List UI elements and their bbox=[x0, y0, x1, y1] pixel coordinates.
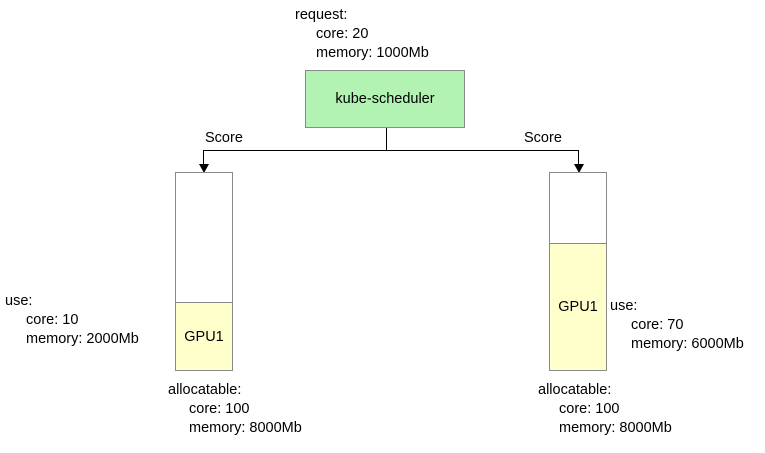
node-used-portion-right: GPU1 bbox=[550, 242, 606, 370]
use-heading-right: use: bbox=[610, 298, 638, 314]
request-core: core: 20 bbox=[316, 26, 369, 42]
allocatable-memory-right: memory: 8000Mb bbox=[559, 420, 672, 436]
use-memory-left: memory: 2000Mb bbox=[26, 331, 139, 347]
right-arrow-icon bbox=[574, 164, 584, 173]
use-core-right: core: 70 bbox=[631, 317, 684, 333]
allocatable-heading-right: allocatable: bbox=[538, 382, 612, 398]
allocatable-core-left: core: 100 bbox=[189, 401, 250, 417]
left-arrow-icon bbox=[199, 164, 209, 173]
right-branch-line bbox=[578, 150, 579, 166]
request-memory: memory: 1000Mb bbox=[316, 45, 429, 61]
allocatable-memory-left: memory: 8000Mb bbox=[189, 420, 302, 436]
request-text-block: request: core: 20 memory: 1000Mb bbox=[295, 6, 429, 63]
allocatable-text-block-left: allocatable: core: 100 memory: 8000Mb bbox=[168, 381, 302, 438]
node-bar-right[interactable]: GPU1 bbox=[549, 172, 607, 371]
kube-scheduler-label: kube-scheduler bbox=[335, 91, 435, 107]
allocatable-heading-left: allocatable: bbox=[168, 382, 242, 398]
request-heading: request: bbox=[295, 7, 348, 23]
kube-scheduler-box[interactable]: kube-scheduler bbox=[305, 70, 465, 128]
use-text-block-left: use: core: 10 memory: 2000Mb bbox=[5, 292, 139, 349]
use-text-block-right: use: core: 70 memory: 6000Mb bbox=[610, 297, 744, 354]
allocatable-text-block-right: allocatable: core: 100 memory: 8000Mb bbox=[538, 381, 672, 438]
use-core-left: core: 10 bbox=[26, 312, 79, 328]
left-branch-line bbox=[203, 150, 204, 166]
node-label-left: GPU1 bbox=[184, 328, 224, 345]
right-score-label: Score bbox=[524, 130, 562, 146]
allocatable-core-right: core: 100 bbox=[559, 401, 620, 417]
left-score-label: Score bbox=[205, 130, 243, 146]
node-label-right: GPU1 bbox=[558, 298, 598, 315]
node-used-portion-left: GPU1 bbox=[176, 302, 232, 370]
scheduler-stem-line bbox=[386, 128, 387, 150]
node-bar-left[interactable]: GPU1 bbox=[175, 172, 233, 371]
score-bus-line bbox=[203, 150, 579, 151]
use-memory-right: memory: 6000Mb bbox=[631, 336, 744, 352]
use-heading-left: use: bbox=[5, 293, 33, 309]
